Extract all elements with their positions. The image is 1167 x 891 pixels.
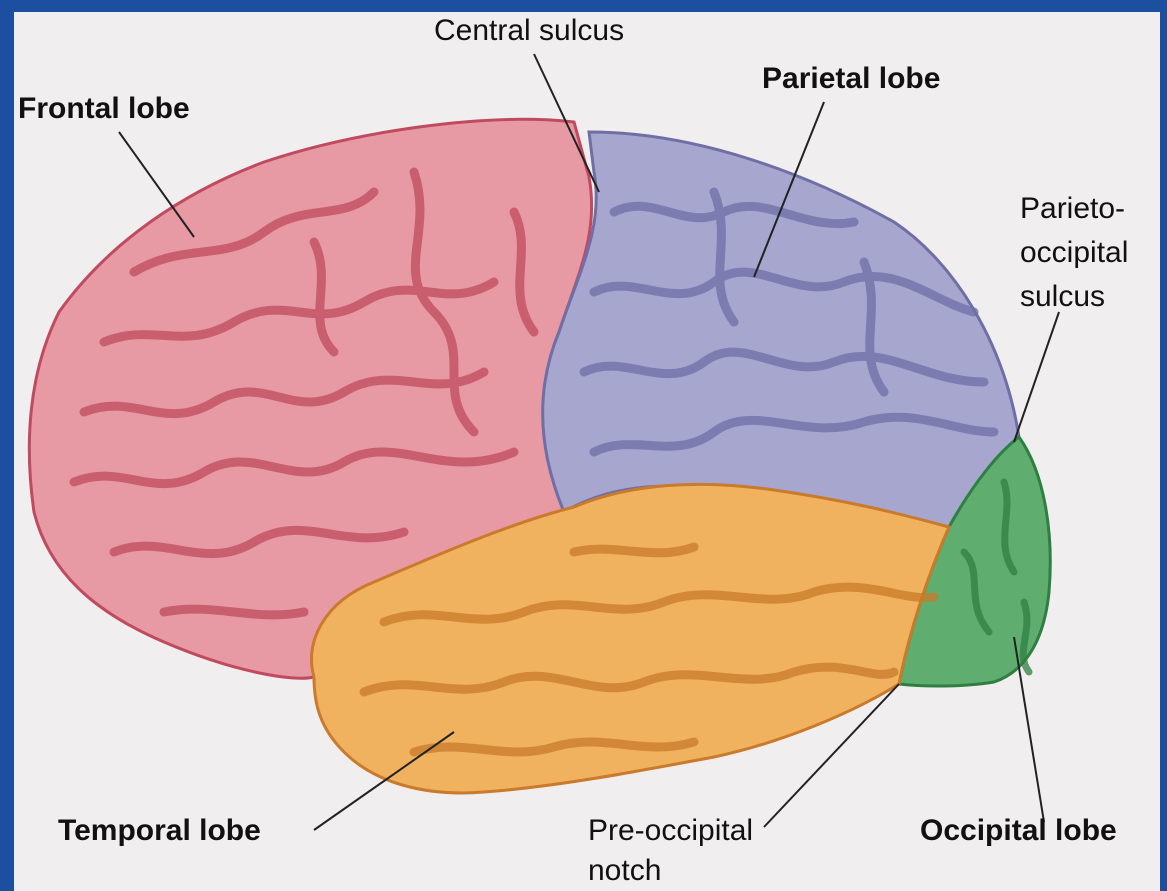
frontal-lobe-label: Frontal lobe bbox=[18, 92, 190, 126]
parietal-lobe-region bbox=[543, 132, 1019, 527]
occipital-lobe-label: Occipital lobe bbox=[920, 814, 1117, 848]
pre-occipital-notch-label-line2: notch bbox=[588, 854, 661, 888]
parieto-occipital-label-line3: sulcus bbox=[1020, 280, 1105, 314]
diagram-panel: Central sulcus Frontal lobe Parietal lob… bbox=[14, 12, 1160, 891]
parietal-lobe-label: Parietal lobe bbox=[762, 62, 940, 96]
brain-diagram bbox=[14, 12, 1160, 891]
temporal-lobe-label: Temporal lobe bbox=[58, 814, 261, 848]
pre-occipital-notch-label-line1: Pre-occipital bbox=[588, 814, 753, 848]
leader-parieto-occipital bbox=[1014, 312, 1059, 442]
central-sulcus-label: Central sulcus bbox=[434, 14, 624, 48]
parieto-occipital-label-line1: Parieto- bbox=[1020, 192, 1125, 226]
parieto-occipital-label-line2: occipital bbox=[1020, 236, 1128, 270]
leader-occipital-lobe bbox=[1014, 637, 1044, 822]
